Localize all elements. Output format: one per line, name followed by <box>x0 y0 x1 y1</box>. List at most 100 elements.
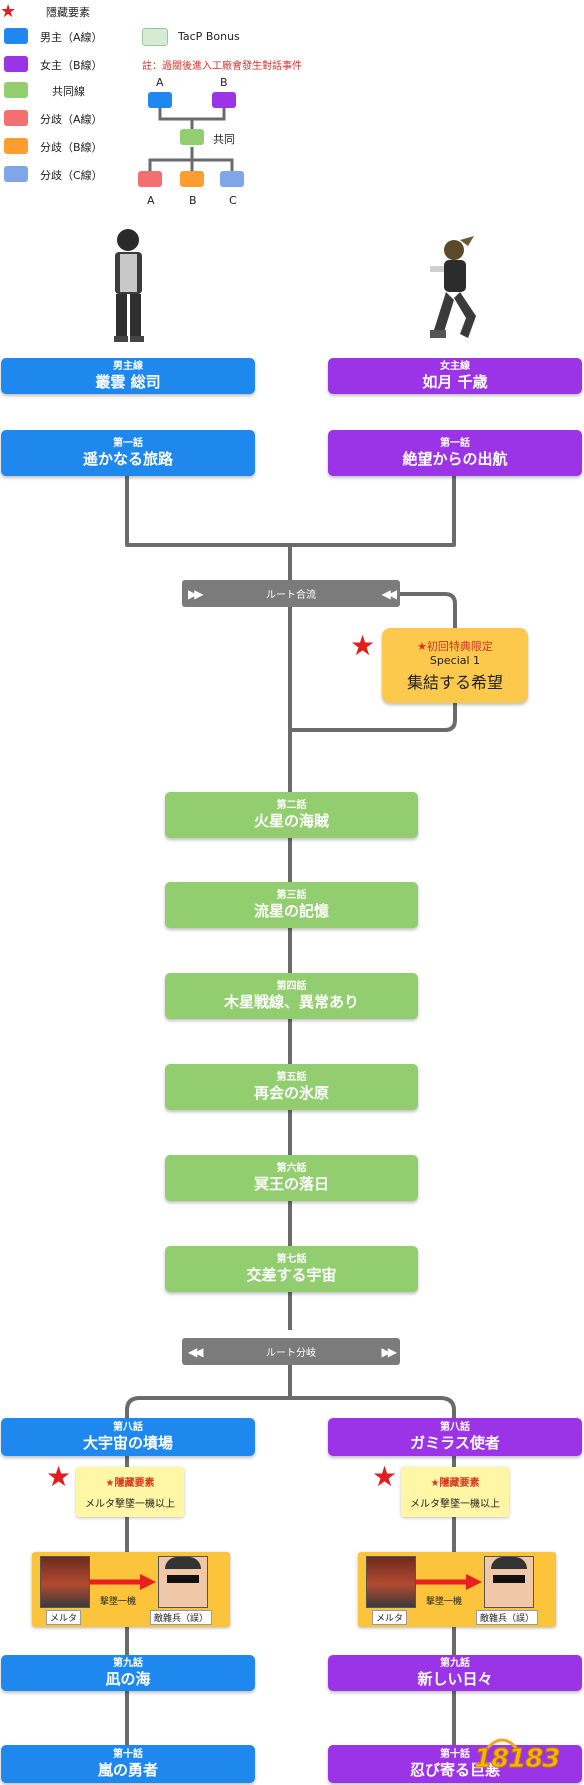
episode-10a-title: 嵐の勇者 <box>97 1761 158 1779</box>
episode-10b-title: 忍び寄る巨悪 <box>409 1761 500 1779</box>
episode-9a-title: 凪の海 <box>105 1670 151 1688</box>
episode-8a-node: 第八話 大宇宙の墳場 <box>1 1418 255 1456</box>
legend-swatch-branch-a <box>4 110 28 126</box>
enemy-portrait-a <box>158 1556 208 1608</box>
arrow-icon <box>416 1574 482 1590</box>
legend-label-branch-c: 分歧（C線） <box>40 169 103 182</box>
enemy-portrait-b <box>484 1556 534 1608</box>
mini-legend-lines <box>148 107 234 171</box>
special-sub: Special 1 <box>429 654 481 667</box>
episode-6-title: 冥王の落日 <box>253 1175 329 1193</box>
episode-5-number: 第五話 <box>276 1072 307 1083</box>
male-route-node: 男主線 叢雲 総司 <box>1 358 255 394</box>
mini-box-b <box>212 92 236 108</box>
swap-b-action: 撃墜一機 <box>426 1597 463 1607</box>
swap-panel-b: メルタ 撃墜一機 敵雜兵（誤） <box>358 1552 556 1627</box>
legend-label-branch-b: 分歧（B線） <box>40 141 103 154</box>
episode-8b-title: ガミラス使者 <box>410 1434 500 1452</box>
mini-label-b: B <box>220 76 228 89</box>
female-character-image <box>430 236 476 338</box>
episode-4-node: 第四話 木星戦線、異常あり <box>165 973 418 1019</box>
hidden-a-star-icon: ★ <box>46 1460 72 1493</box>
watermark-text: 18183 <box>473 1744 560 1775</box>
female-route-label: 女主線 <box>440 361 470 372</box>
episode-3-number: 第三話 <box>276 890 307 901</box>
episode-9b-node: 第九話 新しい日々 <box>328 1655 582 1691</box>
hidden-note-b-head: ★隱藏要素 <box>430 1478 480 1489</box>
episode-5-title: 再会の氷原 <box>253 1084 329 1102</box>
episode-8b-number: 第八話 <box>440 1422 470 1433</box>
merge-right-arrows-icon: ◀◀ <box>381 586 398 601</box>
legend-label-bonus: TacP Bonus <box>178 30 240 43</box>
mini-label-common: 共同 <box>213 133 235 146</box>
watermark-sun-icon <box>484 1738 520 1751</box>
male-route-label: 男主線 <box>113 361 143 372</box>
legend-note: 註：過關後進入工廠會發生對話事件 <box>142 61 302 72</box>
hidden-star-icon: ★ <box>0 1 17 22</box>
legend-swatch-bonus <box>142 28 168 46</box>
episode-1a-node: 第一話 遥かなる旅路 <box>1 430 255 476</box>
episode-9b-title: 新しい日々 <box>417 1670 493 1688</box>
legend-swatch-b <box>4 56 28 72</box>
episode-1a-number: 第一話 <box>113 438 143 449</box>
episode-10a-number: 第十話 <box>113 1749 143 1760</box>
episode-2-title: 火星の海賊 <box>253 812 329 830</box>
episode-9a-node: 第九話 凪の海 <box>1 1655 255 1691</box>
legend-hidden-label: 隱藏要素 <box>46 6 90 19</box>
episode-1b-title: 絶望からの出航 <box>402 450 508 468</box>
episode-4-title: 木星戦線、異常あり <box>223 993 359 1011</box>
episode-6-node: 第六話 冥王の落日 <box>165 1155 418 1201</box>
female-lead-name: 如月 千歳 <box>422 373 488 391</box>
episode-1b-number: 第一話 <box>440 438 470 449</box>
hidden-note-a-body: メルタ撃墜一機以上 <box>85 1499 175 1510</box>
episode-2-node: 第二話 火星の海賊 <box>165 792 418 838</box>
episode-7-node: 第七話 交差する宇宙 <box>165 1246 418 1292</box>
mini-box-cb <box>180 171 204 187</box>
mini-box-common <box>180 129 204 145</box>
legend-label-branch-a: 分歧（A線） <box>40 113 103 126</box>
legend-swatch-branch-b <box>4 138 28 154</box>
episode-10b-number: 第十話 <box>440 1749 470 1760</box>
mini-box-a <box>148 92 172 108</box>
episode-7-title: 交差する宇宙 <box>246 1266 337 1284</box>
hidden-note-b: ★隱藏要素 メルタ撃墜一機以上 <box>401 1467 509 1517</box>
special-title: 集結する希望 <box>406 673 503 692</box>
mini-label-ca: A <box>147 194 155 207</box>
hidden-b-star-icon: ★ <box>372 1460 398 1493</box>
route-split-bar: ◀◀ ルート分岐 ▶▶ <box>182 1338 400 1365</box>
male-character-image <box>114 229 144 342</box>
merge-bar-label: ルート合流 <box>266 590 316 601</box>
merge-left-arrows-icon: ▶▶ <box>188 586 204 601</box>
hidden-note-b-body: メルタ撃墜一機以上 <box>410 1499 500 1510</box>
watermark-logo: 18183 <box>473 1736 570 1776</box>
mini-box-ca <box>138 171 162 187</box>
split-right-arrows-icon: ▶▶ <box>381 1344 398 1359</box>
melta-portrait-a <box>40 1556 90 1608</box>
mini-label-a: A <box>156 76 164 89</box>
swap-a-action: 撃墜一機 <box>100 1597 137 1607</box>
episode-7-number: 第七話 <box>276 1254 307 1265</box>
episode-9b-number: 第九話 <box>440 1658 470 1669</box>
episode-1a-title: 遥かなる旅路 <box>82 450 173 468</box>
episode-3-title: 流星の記憶 <box>253 902 329 920</box>
arrow-icon <box>90 1574 156 1590</box>
special-star-icon: ★ <box>350 629 376 662</box>
legend-label-common: 共同線 <box>52 85 85 98</box>
female-route-node: 女主線 如月 千歳 <box>328 358 582 394</box>
swap-b-to: 敵雜兵（誤） <box>476 1610 539 1625</box>
special-episode-node: ★初回特典限定 Special 1 集結する希望 <box>382 628 528 703</box>
episode-3-node: 第三話 流星の記憶 <box>165 882 418 928</box>
episode-9a-number: 第九話 <box>113 1658 143 1669</box>
male-lead-name: 叢雲 総司 <box>95 373 161 391</box>
episode-8b-node: 第八話 ガミラス使者 <box>328 1418 582 1456</box>
special-head: ★初回特典限定 <box>417 640 493 653</box>
episode-4-number: 第四話 <box>276 981 307 992</box>
swap-panel-a: メルタ 撃墜一機 敵雜兵（誤） <box>32 1552 230 1627</box>
episode-2-number: 第二話 <box>276 800 307 811</box>
episode-10a-node: 第十話 嵐の勇者 <box>1 1745 255 1783</box>
split-left-arrows-icon: ◀◀ <box>188 1344 204 1359</box>
legend-swatch-common <box>4 82 28 98</box>
swap-a-to: 敵雜兵（誤） <box>150 1610 213 1625</box>
legend-swatch-branch-c <box>4 166 28 182</box>
legend-label-a: 男主（A線） <box>40 31 103 44</box>
